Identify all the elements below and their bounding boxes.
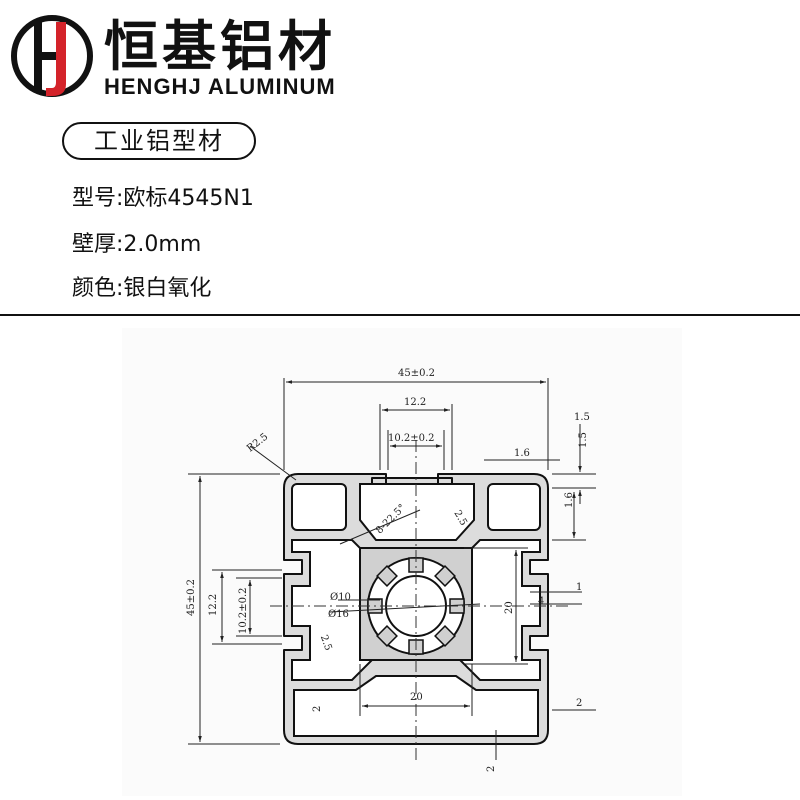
brand-name-en: HENGHJ ALUMINUM	[104, 74, 336, 99]
brand-name-cn: 恒基铝材	[104, 15, 336, 78]
brand-logo-icon	[11, 15, 93, 97]
dim-small-2-bottom: 2	[486, 766, 497, 772]
spec-color: 颜色:银白氧化	[72, 276, 212, 301]
cavity-top-slot	[359, 483, 475, 541]
dim-core-20-horizontal: 20	[410, 692, 423, 703]
cavity-top-right	[487, 483, 541, 531]
dim-overall-width: 45±0.2	[398, 368, 435, 379]
dim-core-20-vertical: 20	[504, 601, 515, 614]
dim-overall-height: 45±0.2	[186, 579, 197, 616]
spec-model: 型号:欧标4545N1	[72, 186, 254, 211]
dim-lip-1-6-a: 1.6	[514, 448, 530, 459]
dim-small-2-right: 2	[576, 698, 582, 709]
dim-slot-opening-side: 10.2±0.2	[238, 587, 249, 634]
divider-line	[0, 314, 800, 316]
cavity-top-left	[291, 483, 347, 531]
dim-bore-inner: Ø10	[330, 592, 351, 603]
dim-slot-width-top: 12.2	[404, 397, 426, 408]
dim-corner-radius: R2.5	[245, 431, 270, 454]
dim-small-4: 4	[538, 596, 544, 607]
dim-small-2-left: 2	[312, 706, 323, 712]
dim-lip-1-6-b: 1.6	[564, 492, 575, 508]
dimension-lines	[188, 378, 596, 760]
dim-lip-1-5-a: 1.5	[574, 412, 590, 423]
dim-bore-outer: Ø16	[328, 609, 349, 620]
dim-slot-width-side: 12.2	[208, 594, 219, 616]
dim-web-2-5-b: 2.5	[318, 634, 334, 653]
dim-small-1: 1	[576, 582, 582, 593]
dim-slot-opening-top: 10.2±0.2	[388, 433, 435, 444]
dim-lip-1-5-b: 1.5	[578, 432, 589, 448]
category-badge: 工业铝型材	[62, 122, 256, 160]
spec-wall-thickness: 壁厚:2.0mm	[72, 232, 202, 257]
